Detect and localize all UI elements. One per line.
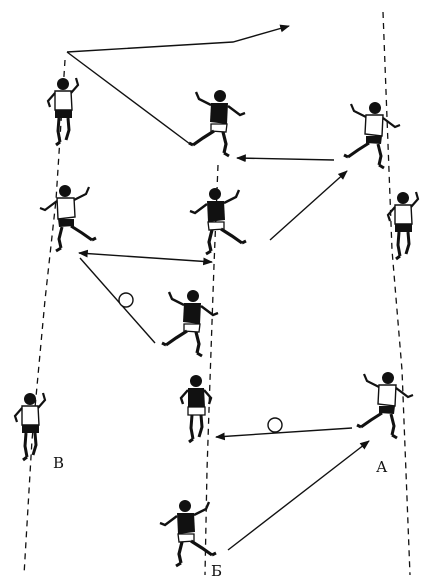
arrow-top-run bbox=[67, 26, 289, 52]
lane-label-b: Б bbox=[211, 562, 222, 580]
player-b-mid-kicking bbox=[190, 188, 246, 254]
player-v-mid-kicking bbox=[40, 185, 96, 251]
lane-label-v: В bbox=[53, 454, 64, 472]
arrow-a-to-b-upper bbox=[237, 158, 334, 160]
arrow-diagonal-lower bbox=[80, 258, 155, 343]
arrow-b-to-a-lower bbox=[228, 441, 369, 550]
player-a-mid bbox=[388, 192, 418, 259]
arrow-double-middle bbox=[79, 253, 212, 262]
ball-upper bbox=[119, 293, 133, 307]
arrow-diagonal-top bbox=[67, 52, 190, 144]
player-a-top-kicking bbox=[344, 102, 400, 168]
player-b-top-kicking bbox=[189, 90, 245, 156]
player-v-top bbox=[48, 78, 78, 145]
lane-a-line bbox=[383, 12, 410, 575]
player-v-bottom bbox=[15, 393, 45, 460]
lane-label-a: А bbox=[376, 458, 387, 476]
player-b-lower-standing bbox=[181, 375, 211, 442]
arrow-b-to-a-upper bbox=[270, 171, 347, 240]
player-b-lower-kicking bbox=[162, 290, 218, 356]
player-b-bottom-kicking bbox=[160, 500, 216, 566]
player-a-bottom-kicking bbox=[357, 372, 413, 438]
ball-lower bbox=[268, 418, 282, 432]
arrow-a-to-b-lower bbox=[216, 428, 352, 437]
